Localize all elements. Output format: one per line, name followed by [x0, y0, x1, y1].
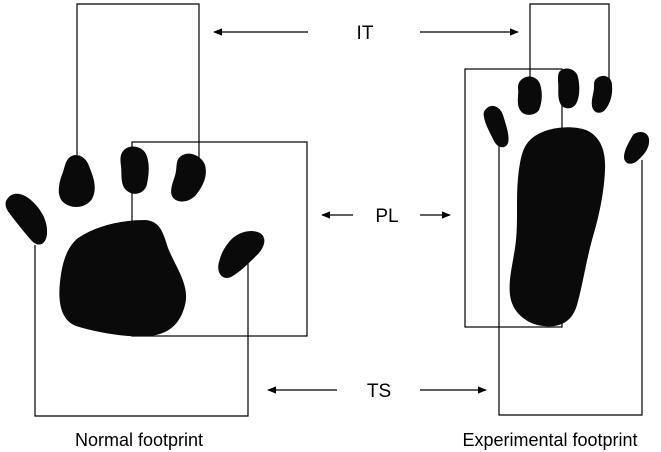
label-it: IT — [357, 23, 374, 44]
normal-toe-5 — [218, 231, 265, 278]
normal-pad — [59, 220, 187, 337]
normal-it-bracket — [76, 3, 200, 160]
normal-toe-1 — [5, 193, 48, 245]
caption-normal: Normal footprint — [75, 430, 203, 450]
normal-toe-2 — [58, 155, 95, 208]
label-pl: PL — [375, 206, 398, 227]
experimental-toe-5 — [624, 131, 650, 164]
caption-experimental: Experimental footprint — [462, 430, 637, 450]
experimental-pad — [509, 127, 606, 327]
normal-toe-4 — [171, 153, 206, 202]
normal-footprint — [5, 3, 308, 417]
label-ts: TS — [367, 381, 391, 402]
experimental-ts-bracket — [498, 140, 643, 416]
experimental-toe-4 — [591, 75, 613, 113]
normal-toe-3 — [120, 146, 149, 194]
experimental-toe-2 — [517, 76, 542, 115]
experimental-toe-3 — [558, 68, 580, 109]
normal-ts-bracket — [34, 245, 249, 417]
experimental-footprint — [464, 3, 650, 416]
experimental-it-bracket — [529, 3, 610, 85]
experimental-toe-1 — [483, 105, 509, 148]
